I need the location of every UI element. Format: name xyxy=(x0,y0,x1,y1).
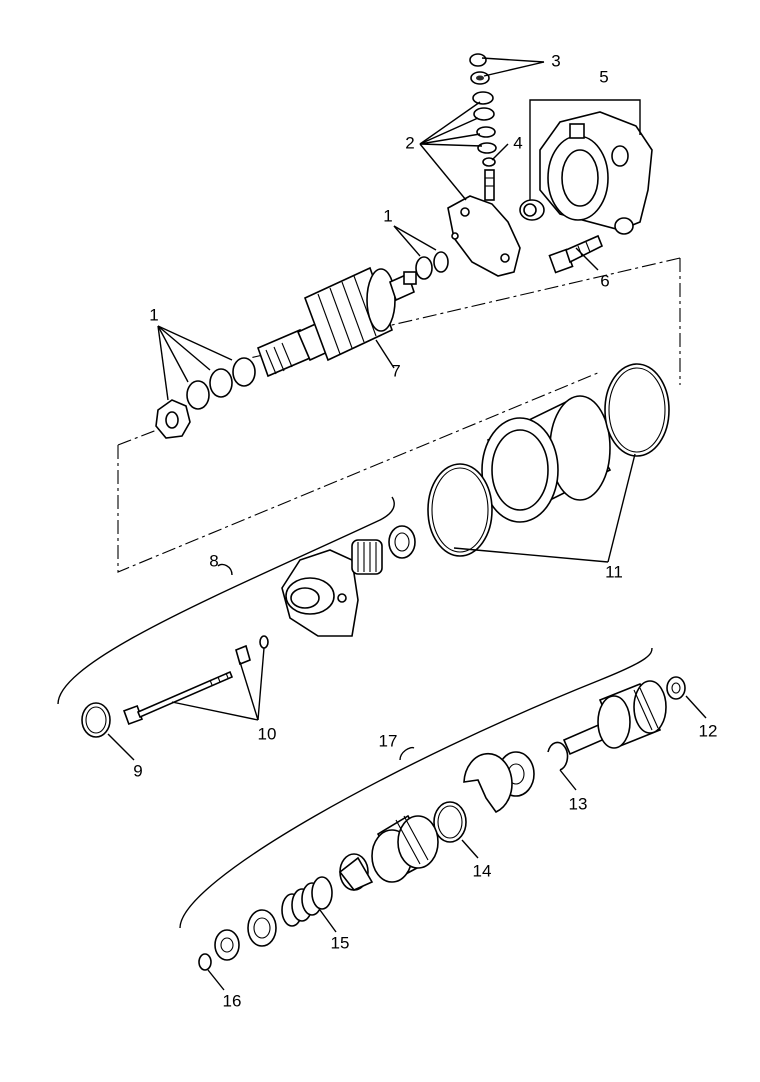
rear-housing xyxy=(539,111,653,235)
ring-14 xyxy=(433,801,467,843)
lower-washer-b xyxy=(209,368,233,398)
o-ring-large-right xyxy=(604,363,670,457)
front-bracket xyxy=(281,549,359,637)
callout-16: 16 xyxy=(223,991,242,1010)
callout-13: 13 xyxy=(569,794,588,813)
callout-9: 9 xyxy=(133,761,142,780)
leader-lines xyxy=(107,57,707,991)
housing-bolt xyxy=(548,234,604,274)
callout-10: 10 xyxy=(258,724,277,743)
field-housing xyxy=(481,395,612,523)
callout-4: 4 xyxy=(513,133,522,152)
snap-ring-16 xyxy=(198,953,212,971)
bolt-o-ring xyxy=(259,635,269,649)
lower-washer-c xyxy=(232,357,256,387)
oil-seal xyxy=(388,525,416,559)
drive-shaft-gear xyxy=(562,680,667,756)
callout-1-upper: 1 xyxy=(383,206,392,225)
callout-17: 17 xyxy=(379,731,398,750)
planetary-carrier xyxy=(463,752,513,813)
callout-12: 12 xyxy=(699,721,718,740)
bracket-8 xyxy=(57,496,395,705)
assembly-outline xyxy=(117,257,681,573)
callout-6: 6 xyxy=(600,271,609,290)
terminal-nuts-washers xyxy=(469,53,497,201)
overrunning-clutch xyxy=(371,814,439,883)
upper-washer-a xyxy=(415,256,433,280)
collar xyxy=(247,909,277,947)
spring xyxy=(281,876,333,927)
bolt-plate xyxy=(235,644,251,666)
callout-2: 2 xyxy=(405,133,414,152)
callout-3: 3 xyxy=(551,51,560,70)
lower-washer-a xyxy=(186,380,210,410)
needle-bearing xyxy=(351,539,383,575)
stop-ring xyxy=(214,929,240,961)
callout-11: 11 xyxy=(605,562,623,581)
callout-8: 8 xyxy=(209,551,218,570)
callout-1-lower: 1 xyxy=(149,305,158,324)
callout-15: 15 xyxy=(331,933,350,952)
bracket-17 xyxy=(179,647,653,929)
snap-ring-13 xyxy=(547,741,569,771)
callout-14: 14 xyxy=(473,861,492,880)
callout-5: 5 xyxy=(599,67,608,86)
washer-12 xyxy=(666,676,686,700)
armature xyxy=(256,266,417,378)
through-bolt xyxy=(123,670,234,725)
upper-washer-b xyxy=(433,251,449,273)
o-ring-large-left xyxy=(427,463,493,557)
callout-7: 7 xyxy=(391,361,400,380)
